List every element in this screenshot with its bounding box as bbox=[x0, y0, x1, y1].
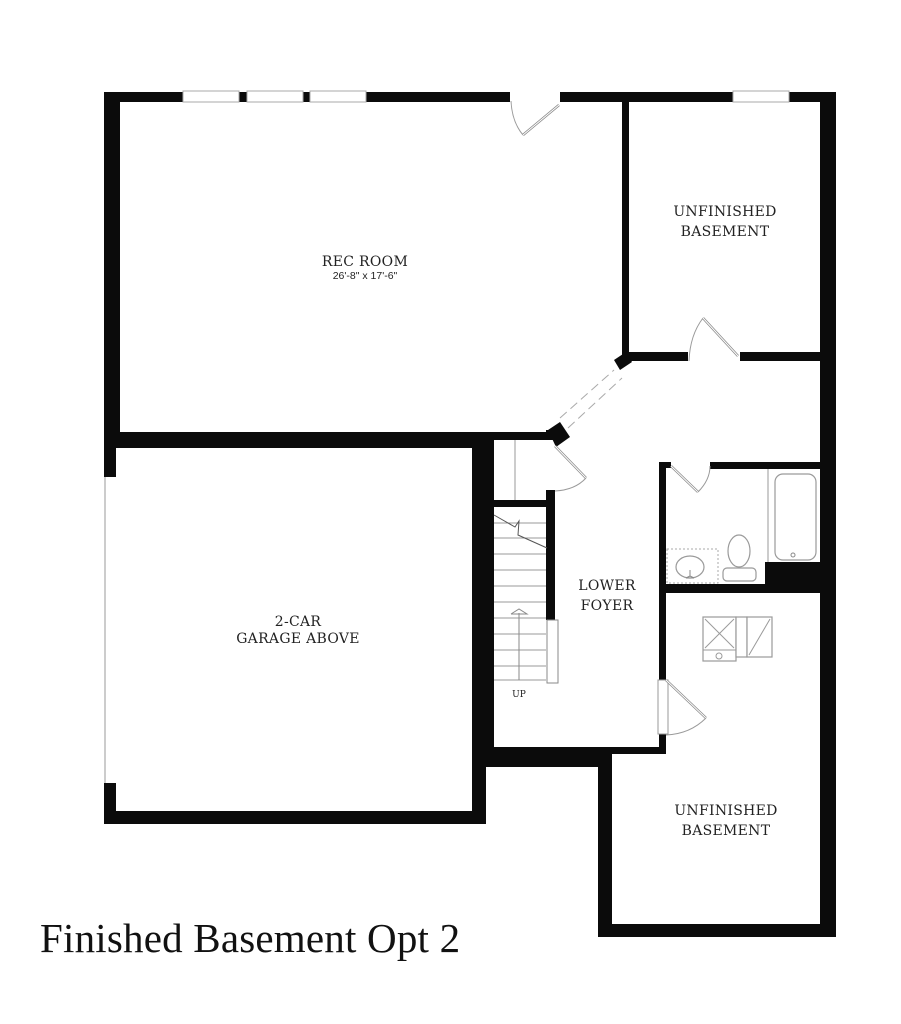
unfinished-lower-label-2: BASEMENT bbox=[682, 823, 771, 839]
bath-fixtures bbox=[666, 469, 817, 584]
stairs-up-label: UP bbox=[512, 690, 526, 700]
lower-foyer-label-1: LOWER bbox=[578, 578, 636, 594]
garage-label-2: GARAGE ABOVE bbox=[236, 631, 360, 647]
plan-title: Finished Basement Opt 2 bbox=[40, 915, 461, 961]
stairs: UP bbox=[493, 514, 559, 700]
walls bbox=[104, 92, 836, 937]
door-unfinished-upper bbox=[688, 317, 740, 362]
unfinished-upper-label-2: BASEMENT bbox=[681, 224, 770, 240]
room-labels: REC ROOM 26'-8" x 17'-6" UNFINISHED BASE… bbox=[236, 204, 777, 839]
water-heater-icon bbox=[702, 616, 737, 662]
door-rec-exterior bbox=[510, 92, 560, 136]
door-closet bbox=[554, 445, 587, 492]
rec-room-dimensions: 26'-8" x 17'-6" bbox=[333, 270, 398, 282]
bathtub-icon bbox=[767, 469, 817, 562]
furnace-icon bbox=[746, 616, 773, 658]
window-rec-1 bbox=[182, 90, 240, 103]
cased-opening bbox=[559, 369, 623, 429]
lower-foyer-label-2: FOYER bbox=[581, 598, 634, 614]
rec-room-label: REC ROOM bbox=[322, 254, 408, 270]
window-unfinished bbox=[732, 90, 790, 103]
mechanical bbox=[702, 616, 773, 662]
unfinished-upper-label-1: UNFINISHED bbox=[673, 204, 776, 220]
windows bbox=[104, 90, 790, 783]
window-rec-3 bbox=[309, 90, 367, 103]
door-bath bbox=[670, 465, 711, 493]
unfinished-lower-label-1: UNFINISHED bbox=[674, 803, 777, 819]
door-unfinished-lower bbox=[657, 679, 707, 736]
garage-label-1: 2-CAR bbox=[275, 614, 322, 630]
toilet-icon bbox=[722, 534, 757, 582]
doors bbox=[510, 92, 740, 736]
sink-vanity-icon bbox=[666, 548, 719, 584]
window-rec-2 bbox=[246, 90, 304, 103]
